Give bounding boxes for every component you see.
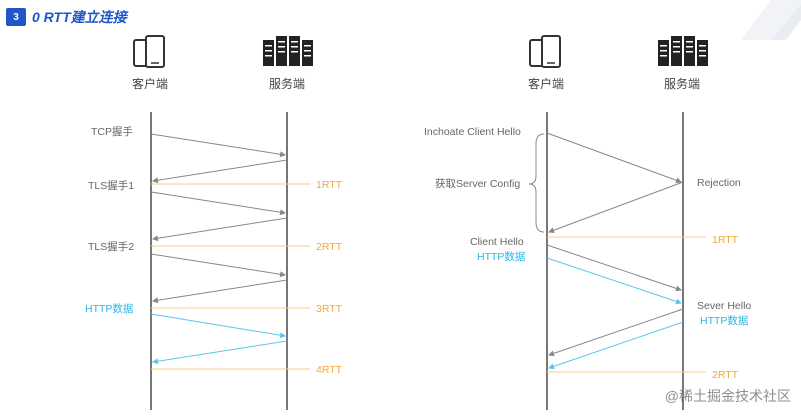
rtt-label: 4RTT — [316, 364, 343, 376]
right-server-label: 服务端 — [664, 76, 700, 91]
rtt-label: 1RTT — [712, 234, 739, 246]
arrow — [150, 313, 286, 339]
arrow — [152, 340, 288, 365]
step-label: HTTP数据 — [700, 314, 749, 327]
watermark: @稀土掘金技术社区 — [664, 388, 791, 404]
server-icon — [263, 36, 313, 66]
arrow — [548, 308, 684, 357]
section-number-badge: 3 — [6, 8, 26, 26]
step-label: Inchoate Client Hello — [424, 126, 521, 138]
step-label: TCP握手 — [91, 125, 133, 138]
section-header: 3 0 RTT建立连接 — [6, 6, 127, 28]
phone-icon — [529, 35, 561, 68]
step-label: HTTP数据 — [85, 302, 134, 315]
arrow — [152, 279, 288, 304]
arrow — [150, 133, 286, 158]
rtt-label: 1RTT — [316, 179, 343, 191]
rtt-label: 3RTT — [316, 303, 343, 315]
right-client-label: 客户端 — [528, 76, 564, 91]
step-label: TLS握手1 — [88, 179, 134, 192]
arrow — [548, 181, 684, 234]
server-icon — [658, 36, 708, 66]
rtt-label: 2RTT — [316, 241, 343, 253]
step-label: Rejection — [697, 177, 741, 189]
arrow — [546, 257, 682, 305]
arrow — [152, 159, 288, 184]
arrow — [152, 217, 288, 242]
phone-icon — [133, 35, 165, 68]
arrow — [546, 244, 682, 292]
arrow — [548, 321, 684, 370]
arrow — [150, 253, 286, 278]
left-client-label: 客户端 — [132, 76, 168, 91]
arrow — [150, 191, 286, 216]
step-label: HTTP数据 — [477, 250, 526, 263]
bracket — [528, 133, 545, 233]
step-label: 获取Server Config — [435, 178, 520, 190]
step-label: TLS握手2 — [88, 240, 134, 253]
section-title: 0 RTT建立连接 — [32, 9, 127, 25]
step-label: Sever Hello — [697, 300, 751, 312]
step-label: Client Hello — [470, 236, 524, 248]
rtt-label: 2RTT — [712, 369, 739, 381]
corner-decoration — [741, 0, 801, 40]
arrow — [546, 132, 682, 184]
left-server-label: 服务端 — [269, 76, 305, 91]
